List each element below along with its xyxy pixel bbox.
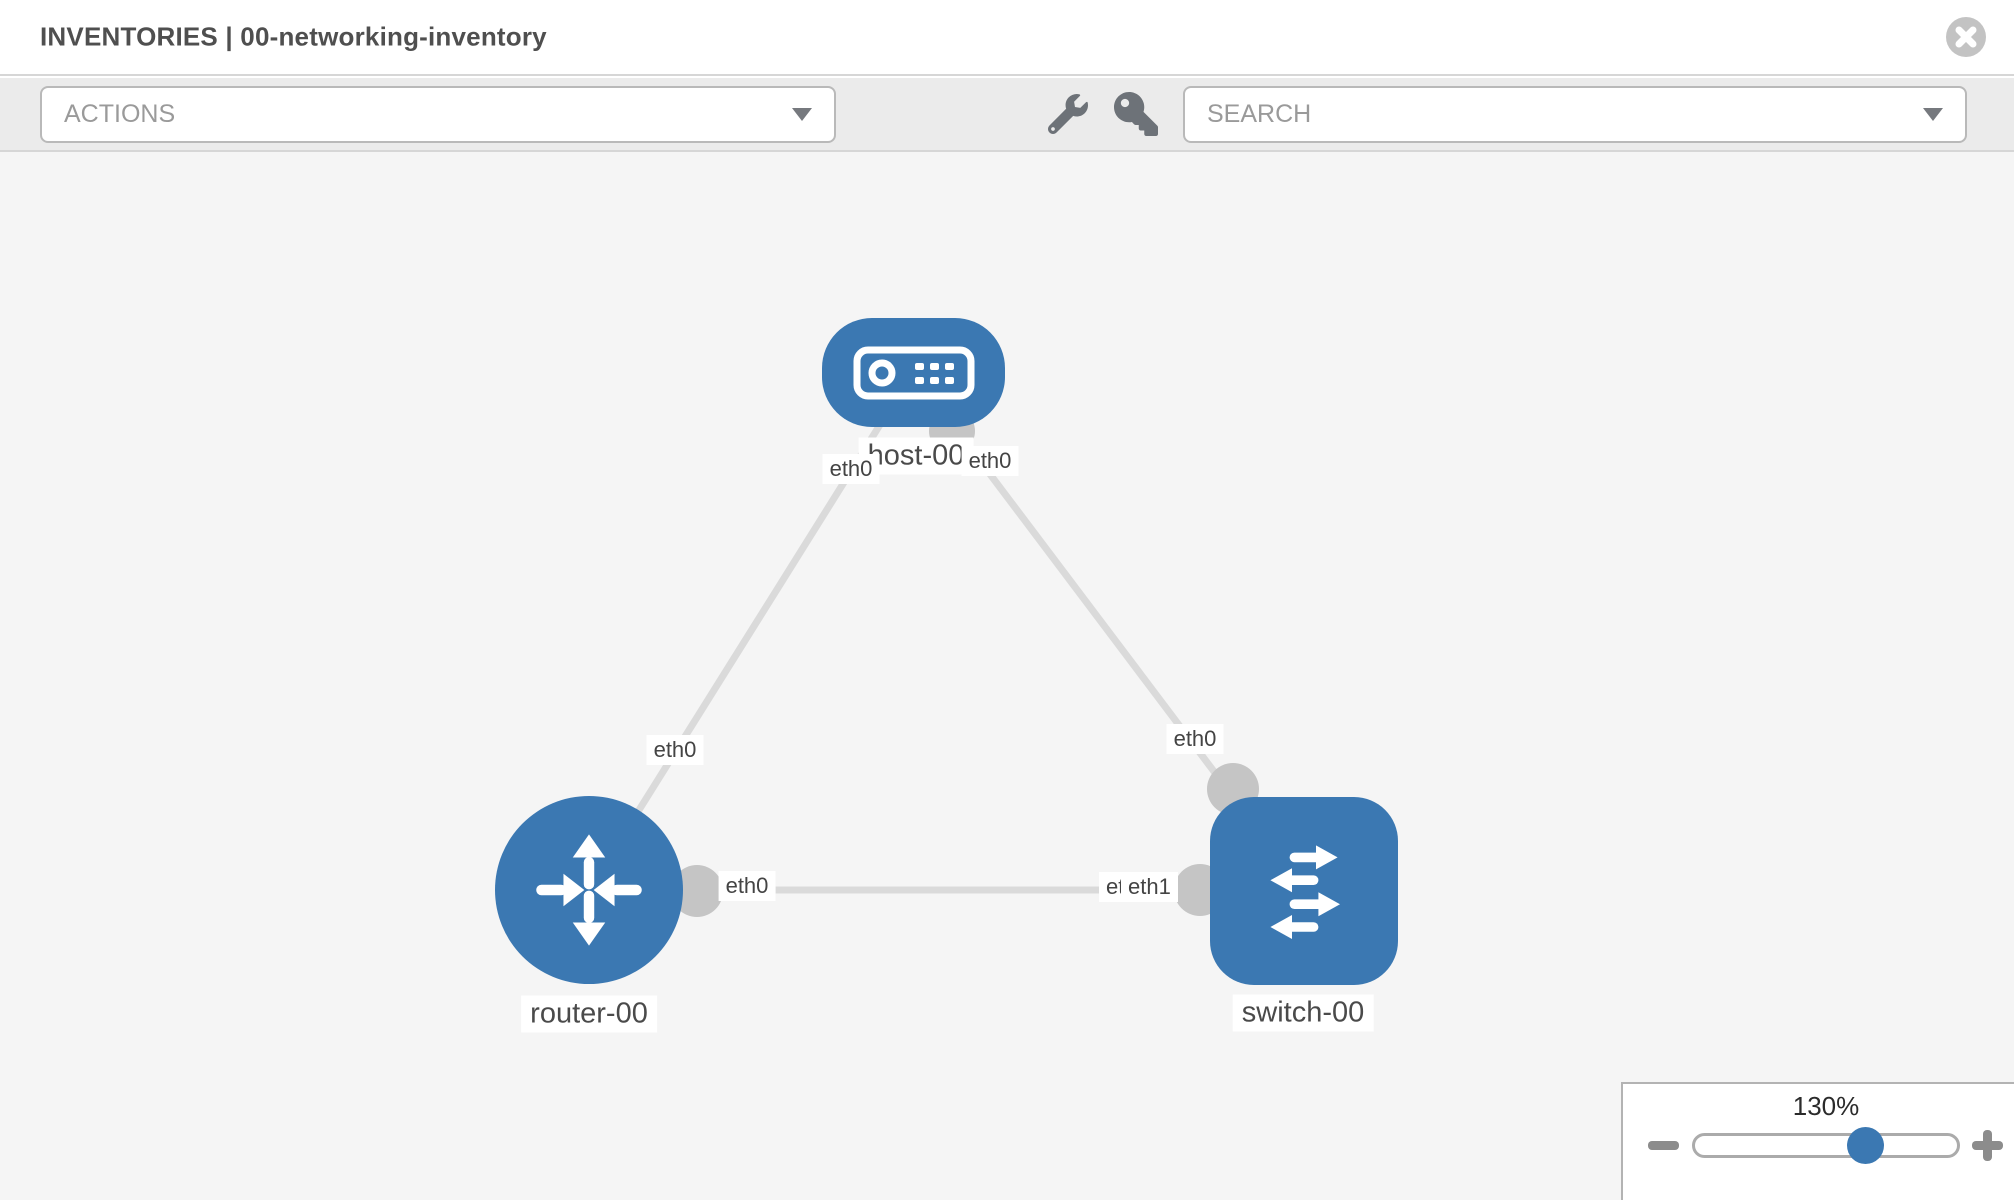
zoom-panel: 130% <box>1621 1082 2014 1200</box>
plus-icon <box>1971 1129 2003 1161</box>
router-icon <box>536 834 642 946</box>
interface-label-host-eth0-right: eth0 <box>961 446 1019 476</box>
interface-label-switch-eth0-uplink: eth0 <box>1166 724 1224 754</box>
actions-dropdown[interactable]: ACTIONS <box>40 86 836 143</box>
configure-button[interactable] <box>1042 88 1094 140</box>
node-label-host: host-00 <box>858 437 974 475</box>
zoom-value: 130% <box>1792 1091 1860 1121</box>
links-layer <box>586 369 1307 917</box>
key-icon <box>1114 92 1158 136</box>
node-label-router: router-00 <box>521 995 657 1033</box>
page-title: INVENTORIES | 00-networking-inventory <box>40 21 547 52</box>
host-icon <box>853 346 974 399</box>
zoom-out-button[interactable] <box>1641 1125 1685 1165</box>
credentials-button[interactable] <box>1110 88 1162 140</box>
node-label-switch: switch-00 <box>1232 994 1374 1032</box>
node-router-00[interactable] <box>495 796 683 984</box>
chevron-down-icon <box>1923 108 1943 121</box>
close-icon <box>1955 26 1977 48</box>
close-button[interactable] <box>1946 17 1986 57</box>
minus-icon <box>1647 1140 1679 1150</box>
zoom-slider-track[interactable] <box>1692 1133 1960 1158</box>
interface-label-router-eth0: eth0 <box>718 871 776 901</box>
app-header: INVENTORIES | 00-networking-inventory <box>0 0 2014 76</box>
zoom-slider-knob[interactable] <box>1847 1127 1884 1164</box>
interface-label-router-eth0-uplink: eth0 <box>646 735 704 765</box>
interface-label-host-eth0-left: eth0 <box>822 454 880 484</box>
topology-canvas[interactable]: host-00 router-00 switch-00 eth0 eth0 et… <box>0 152 2014 1200</box>
search-input[interactable] <box>1207 100 1923 129</box>
switch-icon <box>1270 845 1340 939</box>
zoom-in-button[interactable] <box>1965 1125 2009 1165</box>
toolbar: ACTIONS <box>0 78 2014 152</box>
search-dropdown[interactable] <box>1183 86 1967 143</box>
port-router-right <box>671 865 723 917</box>
node-switch-00[interactable] <box>1210 797 1398 985</box>
interface-label-switch-eth1: eth1 <box>1121 872 1178 902</box>
chevron-down-icon <box>792 108 812 121</box>
node-host-00[interactable] <box>822 318 1005 427</box>
wrench-icon <box>1048 94 1088 134</box>
actions-dropdown-label: ACTIONS <box>64 100 176 128</box>
